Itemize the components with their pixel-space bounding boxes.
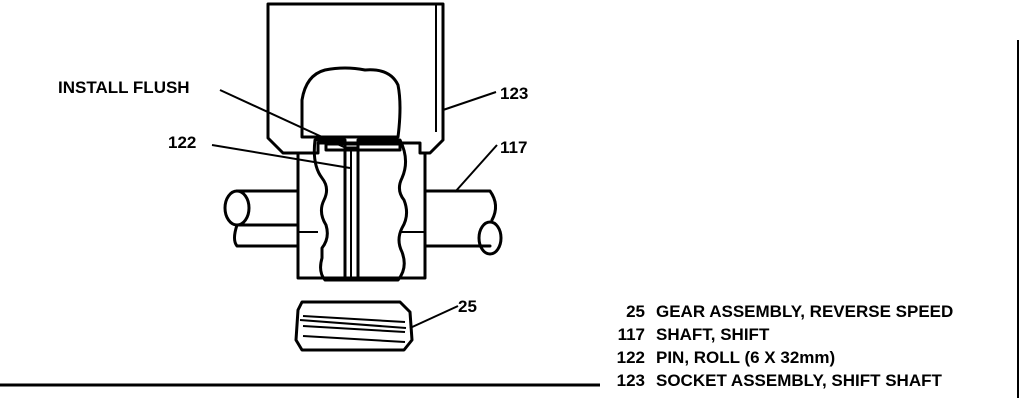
legend-number: 122 xyxy=(617,348,645,367)
shift-lever-housing xyxy=(296,138,427,282)
socket-assembly xyxy=(266,2,445,155)
callout-123: 123 xyxy=(500,84,528,103)
legend-description: PIN, ROLL (6 X 32mm) xyxy=(656,348,835,367)
legend-number: 117 xyxy=(618,325,645,344)
legend-number: 123 xyxy=(617,371,645,390)
leader-123 xyxy=(442,91,497,111)
parts-legend: 25 GEAR ASSEMBLY, REVERSE SPEED 117 SHAF… xyxy=(617,302,954,390)
callout-117: 117 xyxy=(500,138,527,157)
legend-description: SOCKET ASSEMBLY, SHIFT SHAFT xyxy=(656,371,942,390)
shift-shaft xyxy=(223,189,503,256)
callout-install-flush: INSTALL FLUSH xyxy=(58,78,190,97)
legend-number: 25 xyxy=(626,302,645,321)
legend-description: GEAR ASSEMBLY, REVERSE SPEED xyxy=(656,302,953,321)
legend-description: SHAFT, SHIFT xyxy=(656,325,770,344)
leader-install-flush xyxy=(219,89,347,149)
leader-122 xyxy=(211,144,351,169)
leader-25 xyxy=(409,305,459,329)
reverse-speed-gear xyxy=(294,300,414,352)
callout-25: 25 xyxy=(458,297,477,316)
roll-pin xyxy=(324,142,402,282)
leader-117 xyxy=(454,144,498,193)
callout-122: 122 xyxy=(168,133,196,152)
